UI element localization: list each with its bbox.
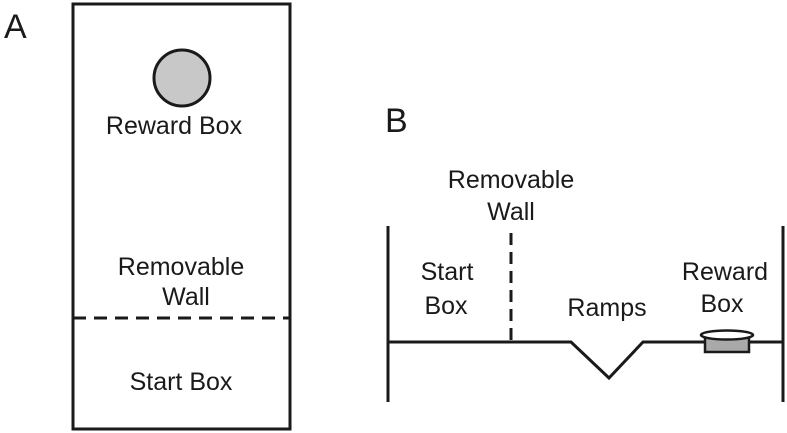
runway-floor-with-ramps: [388, 340, 783, 381]
reward-circle: [152, 48, 212, 108]
reward-box-label-b-line1: Reward: [682, 258, 768, 286]
start-box-label-b-line1: Start: [421, 258, 474, 286]
reward-bowl-icon: [699, 329, 755, 354]
start-box-label-b-line2: Box: [424, 292, 468, 320]
removable-wall-label-b-line1: Removable: [448, 166, 574, 194]
removable-wall-label-b-line2: Wall: [487, 198, 535, 226]
panel-b: B Removable Wall Start Box Ramps Reward …: [385, 102, 785, 402]
panel-a: A Reward Box Removable Wall Start Box: [4, 2, 292, 431]
reward-box-label: Reward Box: [106, 112, 243, 140]
removable-wall-label-line1: Removable: [118, 253, 244, 281]
panel-b-letter: B: [385, 102, 408, 140]
maze-outline-top-view: [71, 2, 292, 431]
ramps-label: Ramps: [567, 294, 646, 322]
removable-wall-label-line2: Wall: [162, 283, 210, 311]
reward-box-label-b-line2: Box: [700, 290, 744, 318]
panel-a-letter: A: [4, 8, 27, 46]
start-box-label: Start Box: [130, 368, 233, 396]
